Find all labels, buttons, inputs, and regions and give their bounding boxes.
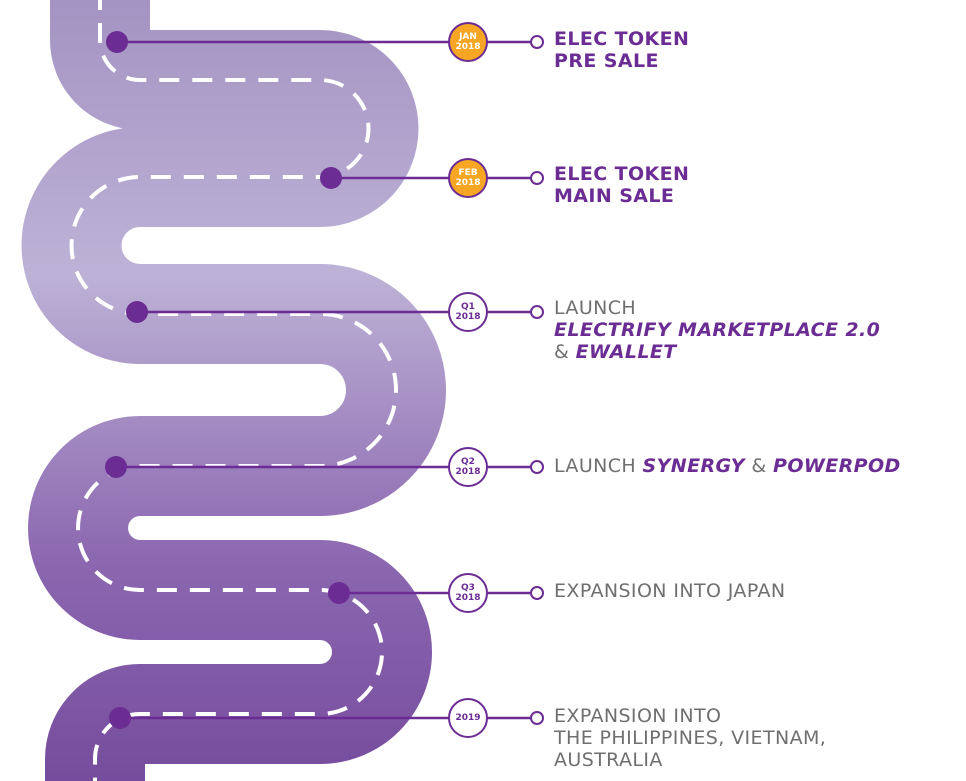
road-body [21,0,446,781]
badge-date-text: FEB [458,168,478,178]
milestone-label-line: ELECTRIFY MARKETPLACE 2.0 [554,319,880,341]
milestone-label-segment: ELEC TOKEN [554,163,690,185]
badge-date-text: Q1 [461,302,475,312]
milestone-label-line: LAUNCH [554,297,880,319]
milestone-label-segment: AUSTRALIA [554,749,663,771]
milestone-label-segment: LAUNCH [554,297,637,319]
milestone-label-segment: & [554,341,576,363]
milestone-label-segment: PRE SALE [554,50,659,72]
badge-date-text: Q3 [461,583,475,593]
milestone-label-segment: SYNERGY [642,455,745,477]
milestone-open-node [530,711,544,725]
milestone-label-segment: ELECTRIFY MARKETPLACE 2.0 [554,319,881,341]
badge-date-text: JAN [459,32,477,42]
badge-date-text: 2018 [455,312,481,322]
milestone-label-line: MAIN SALE [554,185,689,207]
badge-date-text: 2018 [455,593,481,603]
badge-date-text: 2018 [455,178,481,188]
milestone-road-dot [105,456,127,478]
milestone-open-node [530,586,544,600]
milestone-open-node [530,305,544,319]
milestone-label-line: PRE SALE [554,50,689,72]
milestone-road-dot [106,31,128,53]
badge-date-text: 2019 [455,713,481,723]
badge-date-text: 2018 [455,467,481,477]
milestone-label-line: THE PHILIPPINES, VIETNAM, [554,727,826,749]
badge-date-text: 2018 [455,42,481,52]
milestone-open-node [530,460,544,474]
milestone-road-dot [328,582,350,604]
milestone-label: EXPANSION INTO JAPAN [554,580,785,602]
milestone-road-dot [320,167,342,189]
milestone-label-segment: LAUNCH [554,455,643,477]
milestone-label-line: ELEC TOKEN [554,163,689,185]
milestone-label-segment: THE PHILIPPINES, VIETNAM, [554,727,827,749]
milestone-road-dot [109,707,131,729]
milestone-label-line: AUSTRALIA [554,749,826,771]
milestone-label: LAUNCH SYNERGY & POWERPOD [554,455,901,477]
milestone-label-segment: ELEC TOKEN [554,28,690,50]
milestone-label-segment: eWALLET [575,341,677,363]
milestone-label-line: ELEC TOKEN [554,28,689,50]
milestone-road-dot [126,301,148,323]
milestone-label-segment: EXPANSION INTO JAPAN [554,580,786,602]
milestone-label-segment: MAIN SALE [554,185,675,207]
milestone-label-line: & eWALLET [554,341,880,363]
milestone-label-line: EXPANSION INTO JAPAN [554,580,785,602]
badge-date-text: Q2 [461,457,475,467]
milestone-label-segment: EXPANSION INTO [554,705,722,727]
milestone-date-badge: 2019 [448,698,488,738]
milestone-label-line: LAUNCH SYNERGY & POWERPOD [554,455,901,477]
milestone-label-line: EXPANSION INTO [554,705,826,727]
milestone-open-node [530,171,544,185]
milestone-connectors [105,31,544,729]
milestone-label-segment: POWERPOD [773,455,901,477]
milestone-label-segment: & [744,455,773,477]
milestone-open-node [530,35,544,49]
